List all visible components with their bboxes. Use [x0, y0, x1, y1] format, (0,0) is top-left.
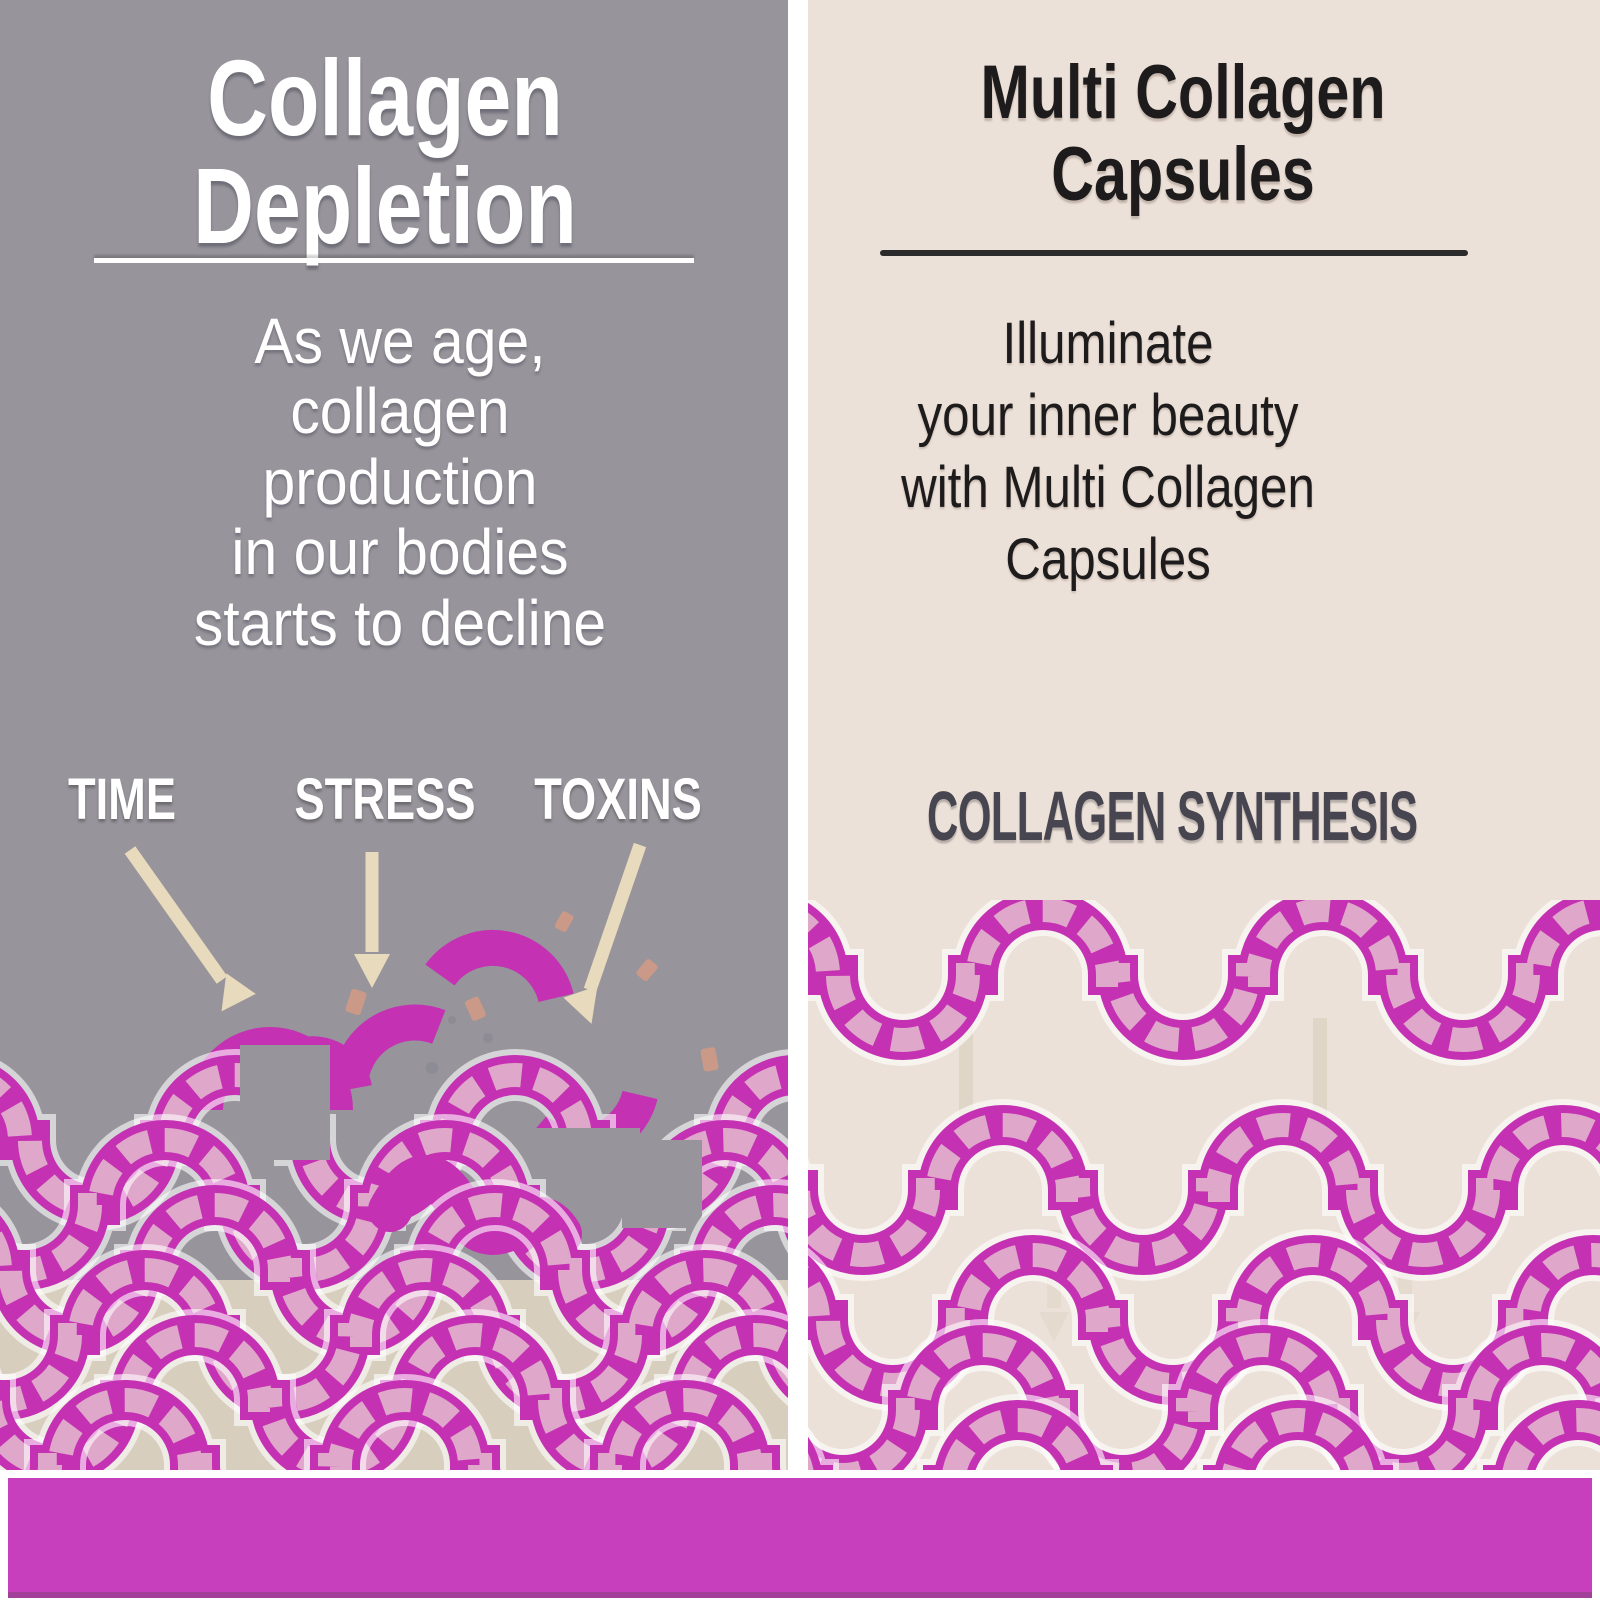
right-title-divider — [880, 250, 1468, 256]
bottom-accent-bar — [8, 1478, 1592, 1598]
time-label: TIME — [67, 767, 177, 832]
healthy-collagen-wave-graphic — [808, 900, 1600, 1470]
wave-row — [808, 1125, 1600, 1255]
depleted-collagen-wave-graphic — [0, 842, 788, 1470]
time-arrow-icon — [124, 846, 256, 1022]
collagen-synthesis-caption: COLLAGEN SYNTHESIS — [927, 777, 1418, 855]
left-panel-title: Collagen Depletion — [193, 37, 577, 266]
multi-collagen-panel: Multi Collagen Capsules Illuminate your … — [808, 0, 1600, 1470]
left-panel-body-text: As we age, collagen production in our bo… — [193, 305, 607, 659]
synthesis-arrow-icon — [1305, 1018, 1335, 1156]
left-title-divider — [94, 258, 694, 263]
right-panel-body-text: Illuminate your inner beauty with Multi … — [901, 311, 1315, 592]
stress-arrow-icon — [354, 852, 390, 988]
toxins-label: TOXINS — [534, 767, 702, 832]
collagen-depletion-panel: Collagen Depletion As we age, collagen p… — [0, 0, 788, 1470]
toxins-arrow-icon — [563, 842, 647, 1030]
stress-label: STRESS — [294, 767, 476, 832]
right-panel-title: Multi Collagen Capsules — [980, 50, 1386, 218]
broken-wave-row — [0, 1140, 788, 1270]
wave-row — [808, 1345, 1600, 1470]
wave-row — [808, 910, 1600, 1040]
